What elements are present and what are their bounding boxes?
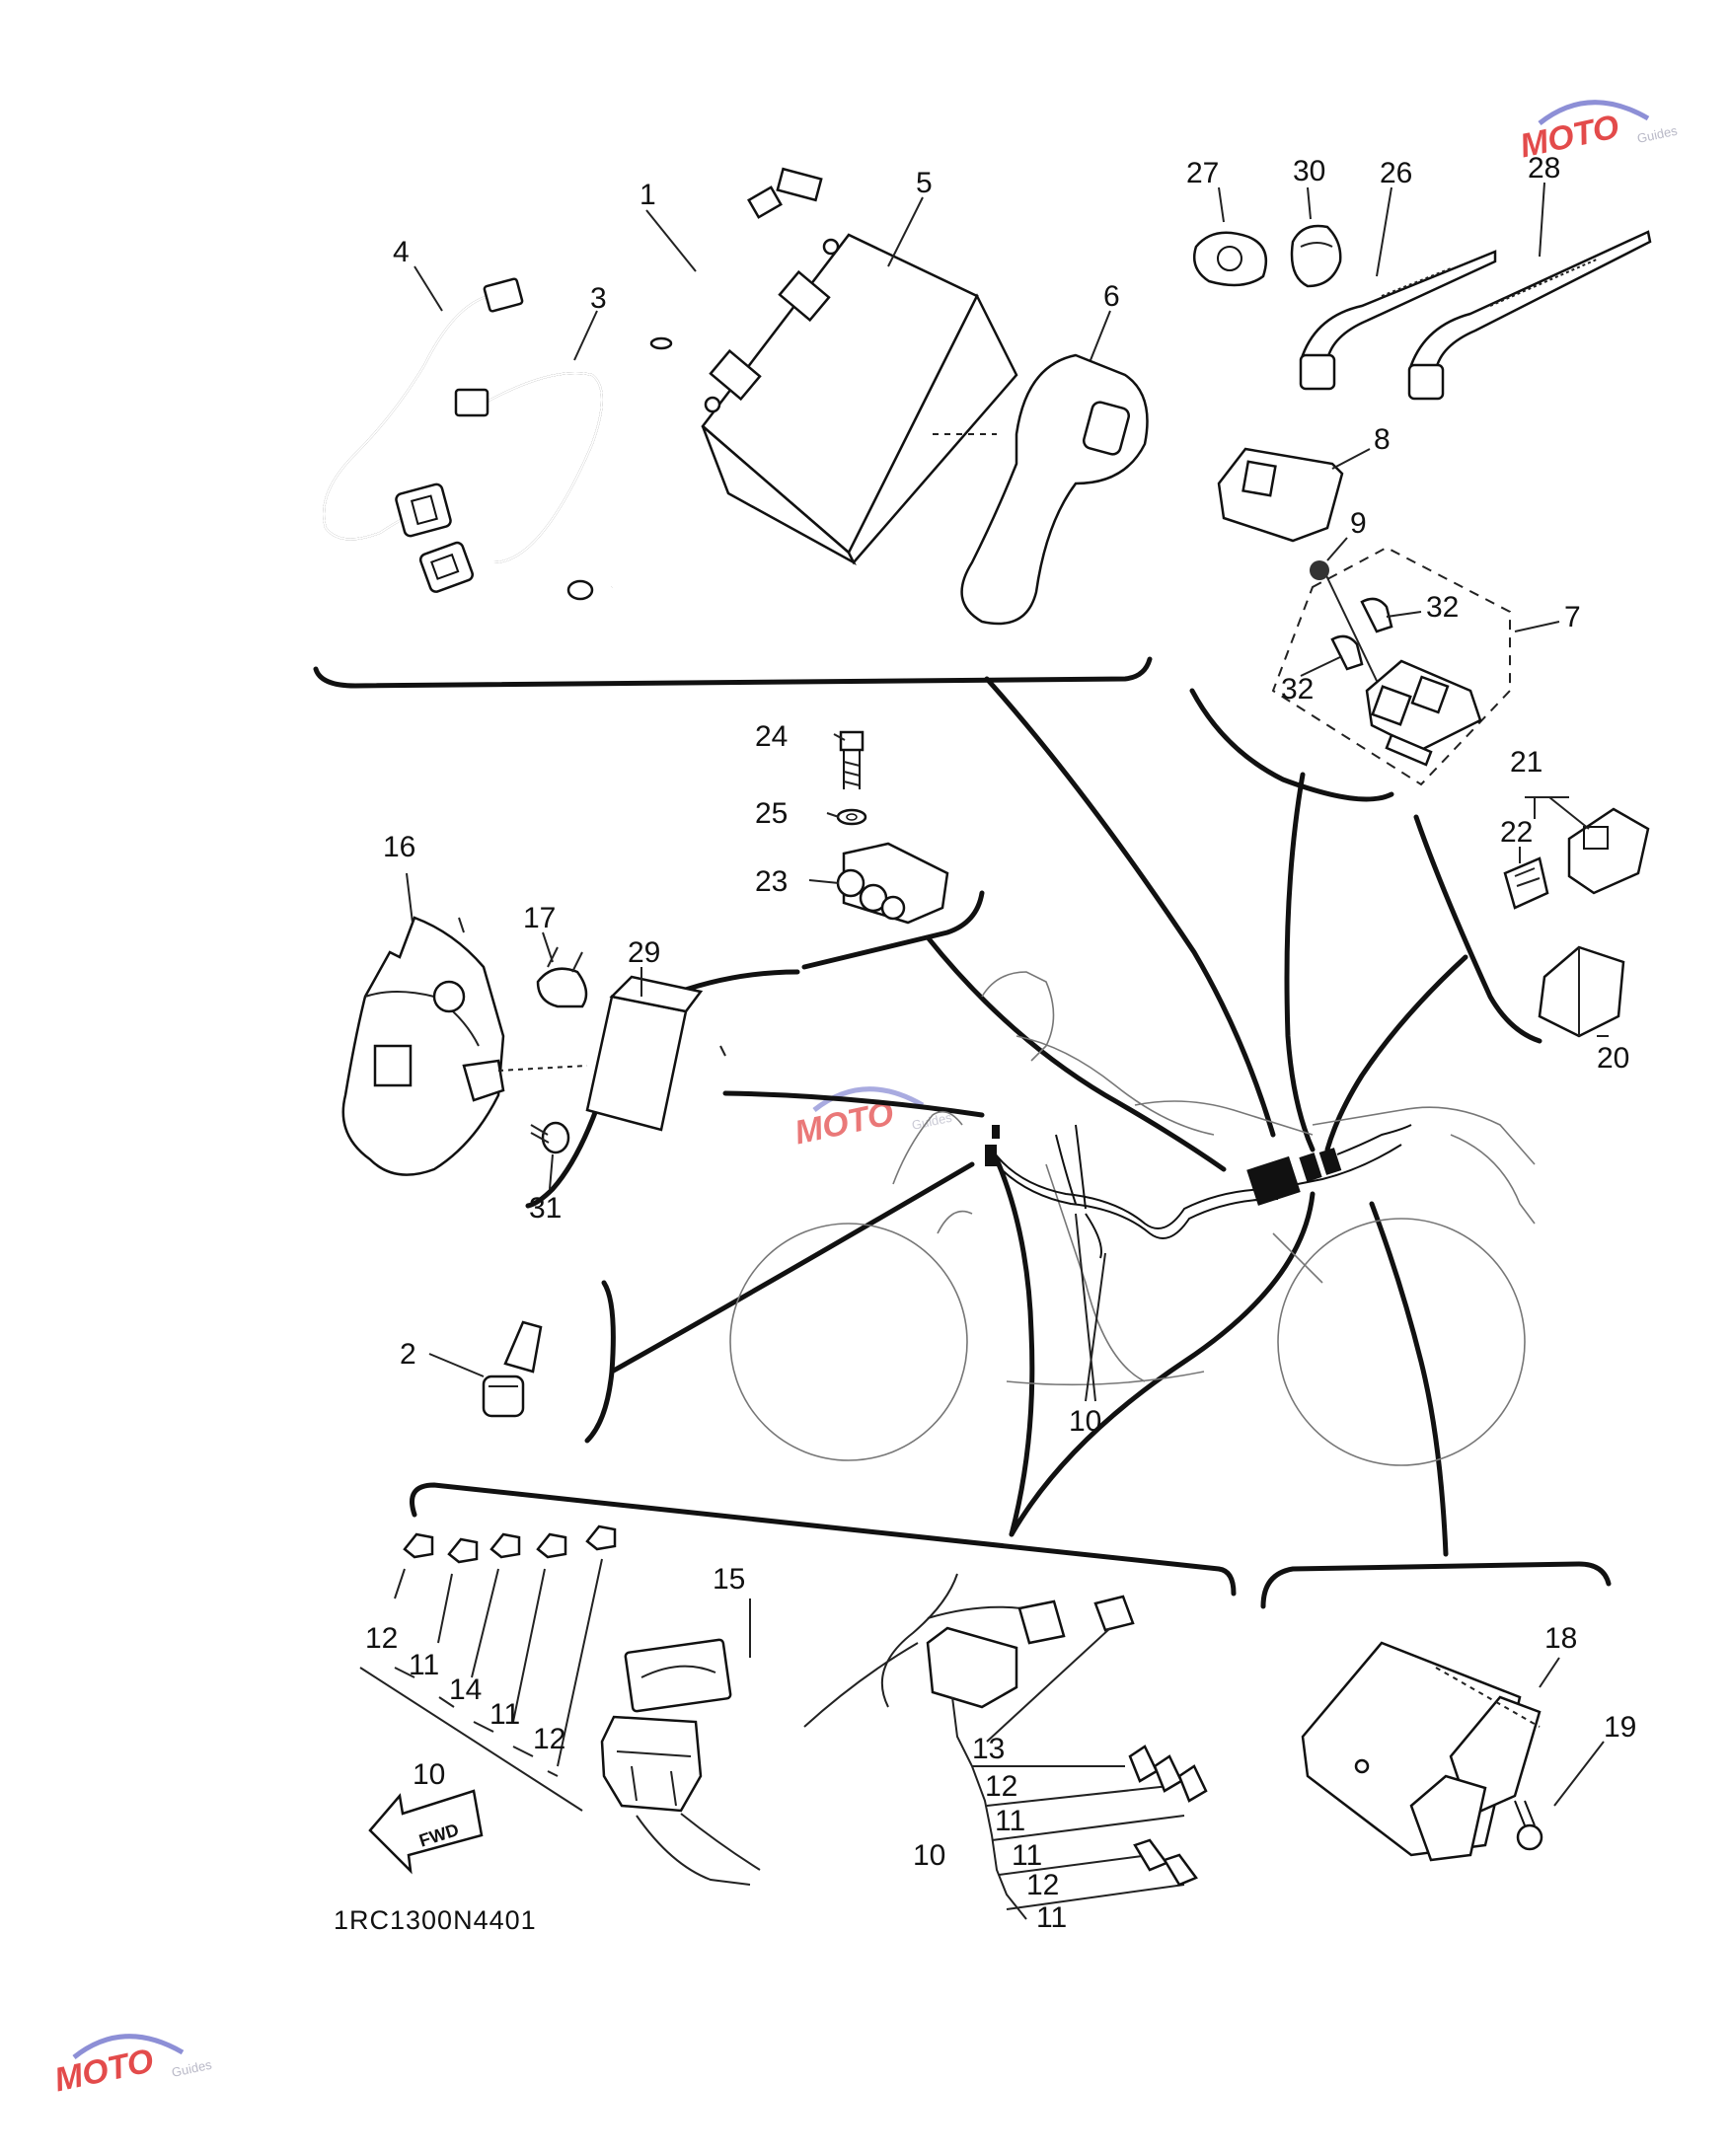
callout-19: 19 (1604, 1711, 1636, 1744)
part-8-relay (1217, 447, 1344, 543)
part-25-washer (836, 808, 867, 826)
part-28-cable-tie (1407, 230, 1652, 401)
callout-7: 7 (1564, 601, 1581, 633)
part-1-battery-cable (566, 167, 823, 601)
part-20-coupler (1538, 945, 1625, 1038)
part-30-clamp (1290, 224, 1342, 288)
callout-21: 21 (1510, 746, 1542, 779)
part-17-clip (536, 946, 588, 1008)
callout-32b: 32 (1281, 673, 1314, 706)
callout-12-b: 12 (533, 1723, 565, 1755)
callout-12-a: 12 (365, 1622, 398, 1655)
callout-8: 8 (1374, 423, 1391, 456)
callout-28: 28 (1528, 152, 1560, 185)
part-32-terminal-caps (1330, 597, 1393, 671)
part-19-bolt (1514, 1800, 1543, 1851)
part-3-lead (418, 372, 603, 593)
part-16-ecu-bracket (341, 916, 505, 1176)
part-22-lock (1503, 856, 1549, 910)
callout-13: 13 (972, 1733, 1005, 1765)
callout-16: 16 (383, 831, 415, 863)
part-24-bolt (839, 730, 865, 789)
part-21-coupler (1567, 807, 1650, 895)
svg-text:Guides: Guides (171, 2057, 214, 2080)
callout-6: 6 (1103, 280, 1120, 313)
part-9-bolt (1310, 560, 1329, 580)
wire-harness (985, 1124, 1412, 1259)
watermark-logo-bottom: MOTO Guides (51, 2034, 214, 2099)
callout-26: 26 (1380, 157, 1412, 189)
part-2-sensor (482, 1320, 543, 1418)
svg-text:Guides: Guides (1636, 123, 1680, 146)
diagram-code: 1RC1300N4401 (334, 1905, 537, 1935)
callout-22: 22 (1500, 816, 1533, 849)
callout-9: 9 (1350, 507, 1367, 540)
callout-10-main: 10 (1069, 1405, 1101, 1438)
callout-labels: 1 4 3 5 6 27 30 26 28 8 9 32 32 7 21 22 … (365, 152, 1636, 1934)
callout-3: 3 (590, 282, 607, 315)
callout-11-b: 11 (489, 1698, 520, 1731)
svg-text:MOTO: MOTO (51, 2042, 157, 2099)
callout-5: 5 (916, 167, 933, 199)
callout-29: 29 (628, 936, 660, 969)
callout-30: 30 (1293, 155, 1325, 187)
part-26-cable-tie (1299, 250, 1497, 391)
callout-leaders (406, 182, 1609, 1807)
bottom-center-coupler-group (803, 1573, 1208, 1920)
callout-11-c: 11 (995, 1805, 1025, 1837)
part-29-ecu (497, 975, 704, 1132)
callout-18: 18 (1544, 1622, 1577, 1655)
callout-12-c: 12 (985, 1770, 1017, 1803)
part-4-lead (323, 277, 524, 541)
motorcycle-ghost-outline (729, 971, 1536, 1466)
part-31-rivet (530, 1121, 570, 1154)
callout-20: 20 (1597, 1042, 1629, 1075)
part-18-regulator (1301, 1641, 1542, 1862)
callout-10-left: 10 (413, 1758, 445, 1791)
callout-14: 14 (449, 1673, 482, 1706)
part-27-clamp (1192, 231, 1268, 287)
callout-11-a: 11 (409, 1649, 439, 1681)
part-6-bracket (960, 353, 1149, 626)
callout-1: 1 (639, 179, 656, 211)
bottom-left-fuse-group (359, 1524, 761, 1886)
callout-25: 25 (755, 797, 788, 830)
callout-2: 2 (400, 1338, 416, 1371)
fwd-arrow (368, 1789, 484, 1875)
callout-24: 24 (755, 720, 788, 753)
callout-27: 27 (1186, 157, 1219, 189)
callout-4: 4 (393, 236, 410, 268)
callout-23: 23 (755, 865, 788, 898)
bracket-leaders (609, 676, 1468, 1557)
callout-31: 31 (529, 1192, 562, 1225)
callout-17: 17 (523, 902, 556, 934)
callout-32a: 32 (1426, 591, 1459, 624)
part-7-starter-relay (1271, 546, 1511, 786)
part-5-battery (701, 233, 1018, 566)
part-23-sensor (836, 842, 949, 925)
callout-12-d: 12 (1026, 1869, 1059, 1901)
callout-15: 15 (713, 1563, 745, 1596)
callout-11-d: 11 (1012, 1839, 1042, 1872)
callout-11-e: 11 (1036, 1901, 1067, 1934)
callout-10-center: 10 (913, 1839, 945, 1872)
